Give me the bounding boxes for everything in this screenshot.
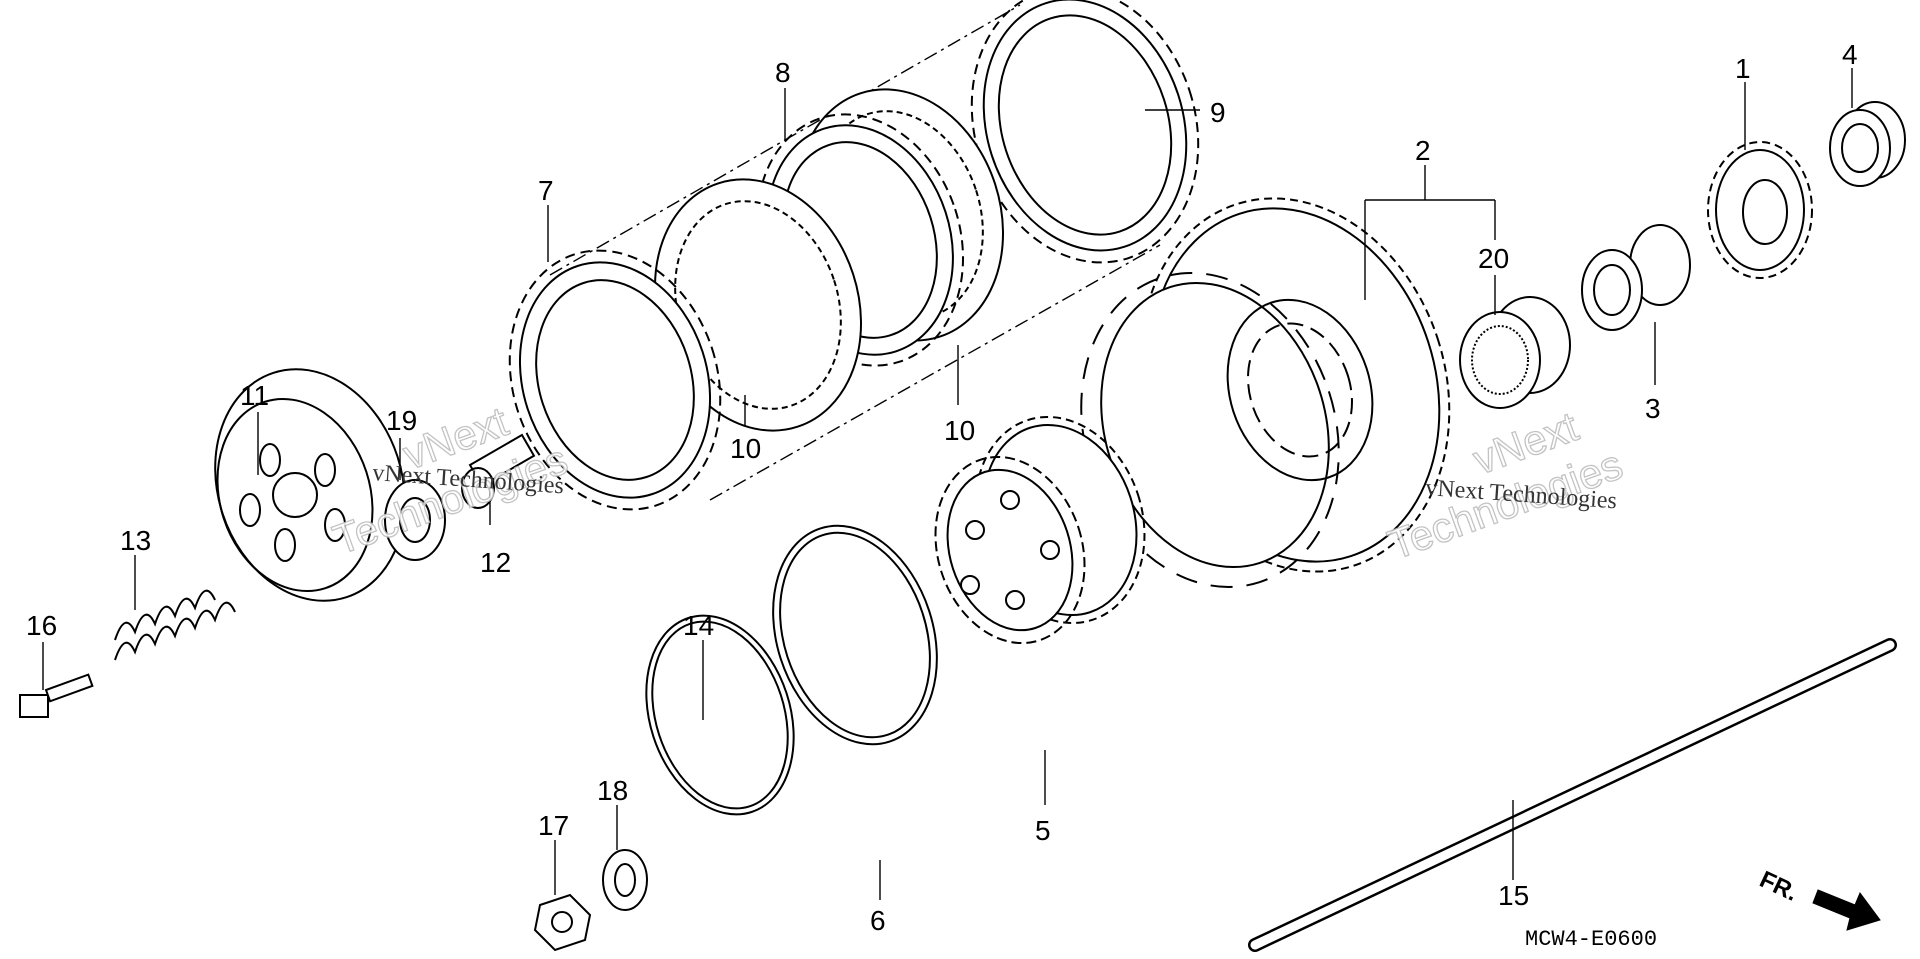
part-label-8: 8 bbox=[775, 57, 791, 88]
friction-disc-7 bbox=[508, 249, 722, 511]
part-label-5: 5 bbox=[1035, 815, 1051, 846]
part-label-11: 11 bbox=[240, 380, 269, 411]
part-label-4: 4 bbox=[1842, 39, 1858, 70]
front-arrow-icon bbox=[1812, 889, 1881, 931]
push-rod-15 bbox=[1248, 638, 1897, 952]
part-number-labels: 1 2 3 4 5 6 7 8 9 10 10 11 12 13 14 15 1… bbox=[26, 39, 1858, 936]
part-label-3: 3 bbox=[1645, 393, 1661, 424]
leader-lines bbox=[42, 68, 1853, 900]
clutch-center-5 bbox=[934, 415, 1146, 645]
needle-bearing-20 bbox=[1459, 296, 1571, 409]
part-label-1: 1 bbox=[1735, 53, 1751, 84]
front-direction-indicator: FR. bbox=[1755, 866, 1881, 931]
direction-label: FR. bbox=[1755, 866, 1801, 907]
part-label-18: 18 bbox=[597, 775, 628, 806]
bearing-19 bbox=[384, 479, 446, 561]
part-label-10b: 10 bbox=[944, 415, 975, 446]
part-label-13: 13 bbox=[120, 525, 151, 556]
spring-13 bbox=[114, 589, 236, 661]
part-label-6: 6 bbox=[870, 905, 886, 936]
part-label-14: 14 bbox=[683, 610, 714, 641]
clutch-outer-2 bbox=[1080, 197, 1451, 588]
washer-18 bbox=[602, 849, 648, 911]
pressure-plate-11 bbox=[214, 368, 406, 602]
o-ring-6 bbox=[772, 524, 938, 746]
part-label-2: 2 bbox=[1415, 135, 1431, 166]
part-label-12: 12 bbox=[480, 547, 511, 578]
part-label-10a: 10 bbox=[730, 433, 761, 464]
friction-disc-9 bbox=[970, 0, 1200, 264]
bolt-16 bbox=[19, 673, 94, 718]
part-label-9: 9 bbox=[1210, 97, 1226, 128]
diagram-code: MCW4-E0600 bbox=[1525, 927, 1657, 952]
collar-3 bbox=[1581, 224, 1691, 331]
part-label-7: 7 bbox=[538, 175, 554, 206]
lifter-rod-12 bbox=[461, 433, 536, 509]
collar-4 bbox=[1829, 101, 1906, 187]
nut-17 bbox=[533, 893, 592, 952]
part-label-16: 16 bbox=[26, 610, 57, 641]
sprocket-1 bbox=[1707, 141, 1813, 279]
part-label-17: 17 bbox=[538, 810, 569, 841]
part-label-19: 19 bbox=[386, 405, 417, 436]
o-ring-14 bbox=[645, 614, 795, 816]
part-label-15: 15 bbox=[1498, 880, 1529, 911]
part-label-20: 20 bbox=[1478, 243, 1509, 274]
